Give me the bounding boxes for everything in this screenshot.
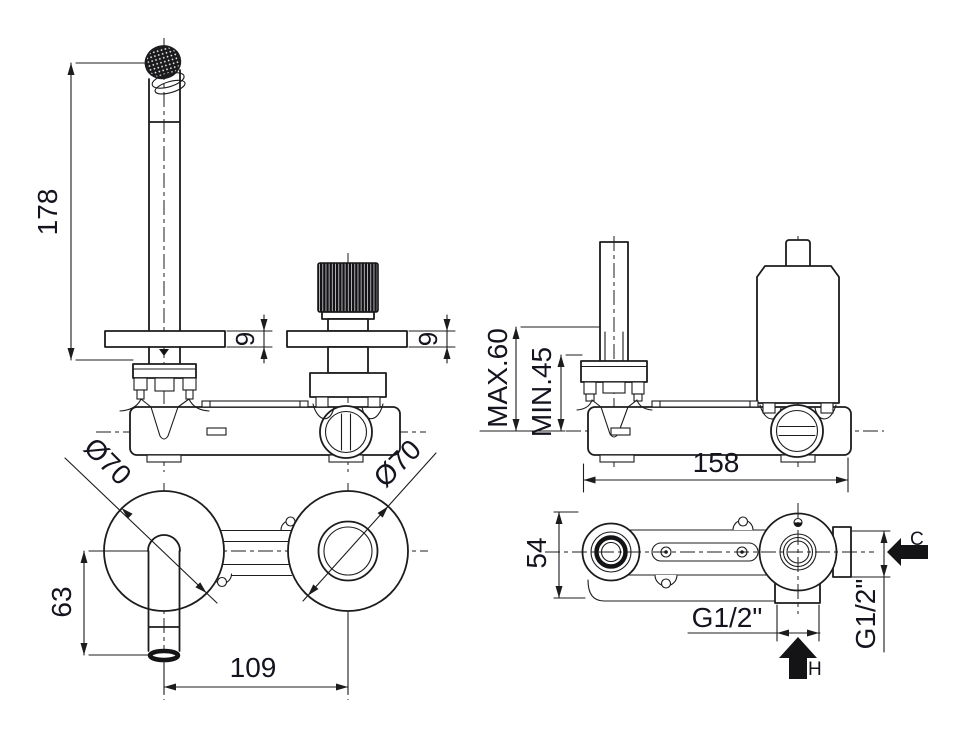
dim-spout-drop: 63 — [46, 550, 149, 656]
dim-max-depth: MAX.60 — [479, 326, 601, 432]
dim-label-cold-thread: G1/2" — [850, 579, 881, 650]
dim-body-width: 158 — [582, 447, 849, 493]
cartridge — [756, 239, 840, 404]
view-plan: 54 G1/2" H C G1/2" — [521, 503, 928, 680]
dim-label-body-width: 158 — [693, 447, 740, 478]
dim-label-body-height: 54 — [521, 537, 552, 568]
view-side-trim: 178 9 9 — [32, 38, 456, 472]
handle-knob — [317, 262, 379, 313]
dim-spout-height: 178 — [32, 62, 149, 361]
cold-inlet-label: C — [910, 529, 924, 550]
view-front: Ø70 Ø70 63 109 — [46, 432, 437, 700]
dim-body-height: 54 — [521, 511, 586, 599]
dim-label-spout-drop: 63 — [46, 586, 77, 617]
spout — [144, 45, 186, 332]
spout-flange — [132, 363, 197, 400]
connecting-bracket — [211, 516, 301, 588]
hot-inlet-arrow-icon: H — [779, 637, 822, 680]
dim-handle-plate-thickness: 9 — [408, 314, 456, 364]
dim-spout-plate-thickness: 9 — [226, 314, 273, 364]
handle — [286, 262, 408, 420]
dim-cold-thread: G1/2" — [850, 530, 891, 653]
dim-label-spout-plate: 9 — [230, 332, 260, 346]
handle-wall-plate — [286, 330, 408, 348]
dim-label-centre-distance: 109 — [230, 652, 277, 683]
plate-marker-icon — [159, 349, 169, 356]
spout-wall-plate — [104, 330, 226, 348]
valve-port — [770, 404, 824, 458]
dim-centre-distance: 109 — [163, 613, 349, 695]
body-lower-outline — [587, 579, 776, 602]
view-side-roughin: MAX.60 MIN.45 158 — [479, 236, 884, 493]
dim-label-min-depth: MIN.45 — [526, 347, 557, 437]
spout-connection-stub — [580, 241, 648, 402]
valve-port — [319, 405, 373, 459]
spout-outlet — [147, 648, 181, 663]
spout-plate-front — [103, 490, 225, 663]
spout-nipple — [148, 346, 181, 365]
dim-min-depth: MIN.45 — [526, 347, 583, 437]
mount-slot — [651, 542, 759, 562]
dim-hot-thread: G1/2" — [687, 602, 821, 642]
dim-label-spout-plate-diameter: Ø70 — [78, 432, 137, 491]
dim-label-max-depth: MAX.60 — [482, 328, 513, 428]
aerator-icon — [144, 45, 186, 95]
cold-inlet-arrow-icon: C — [887, 529, 928, 566]
hot-inlet-label: H — [808, 659, 822, 680]
dim-label-hot-thread: G1/2" — [692, 602, 763, 633]
dim-label-handle-plate: 9 — [413, 332, 443, 346]
dim-label-spout-height: 178 — [32, 189, 63, 236]
